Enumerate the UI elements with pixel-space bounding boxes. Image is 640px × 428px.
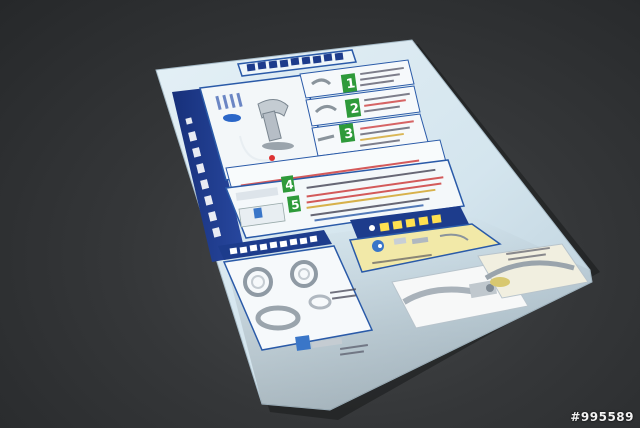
step-4-badge — [280, 175, 296, 193]
step-2-number: 2 — [349, 101, 360, 117]
installed-photo-caption — [506, 246, 550, 261]
main-heading-text — [246, 52, 344, 72]
installed-faucet-illustration — [402, 279, 498, 305]
step-3-number: 3 — [343, 126, 354, 142]
photo-id-watermark: #995589 — [570, 410, 634, 424]
installed-faucet-illustration-2 — [484, 260, 575, 287]
side-title-text — [185, 117, 222, 238]
hose-connector-diagram — [295, 335, 369, 356]
size-labels — [329, 288, 357, 300]
step-4-5-illustration — [235, 187, 286, 228]
step-3-badge — [338, 123, 356, 143]
contents-heading-text — [369, 214, 442, 232]
step-1-badge — [340, 73, 358, 93]
faucet-illustration — [215, 92, 294, 162]
faucet-size-heading-text — [229, 235, 318, 255]
step-1-number: 1 — [345, 76, 356, 92]
step-5-number: 5 — [290, 197, 300, 212]
side-title-band — [172, 88, 246, 262]
step-4-5-text — [306, 168, 444, 222]
step-2-badge — [344, 98, 362, 118]
step-4-number: 4 — [284, 177, 294, 192]
thread-size-rings — [243, 260, 332, 331]
contents-items — [372, 233, 469, 265]
steps-4-5-panel — [224, 159, 466, 239]
steps-1-3: 1 2 3 — [299, 59, 429, 157]
step-5-badge — [286, 195, 302, 213]
